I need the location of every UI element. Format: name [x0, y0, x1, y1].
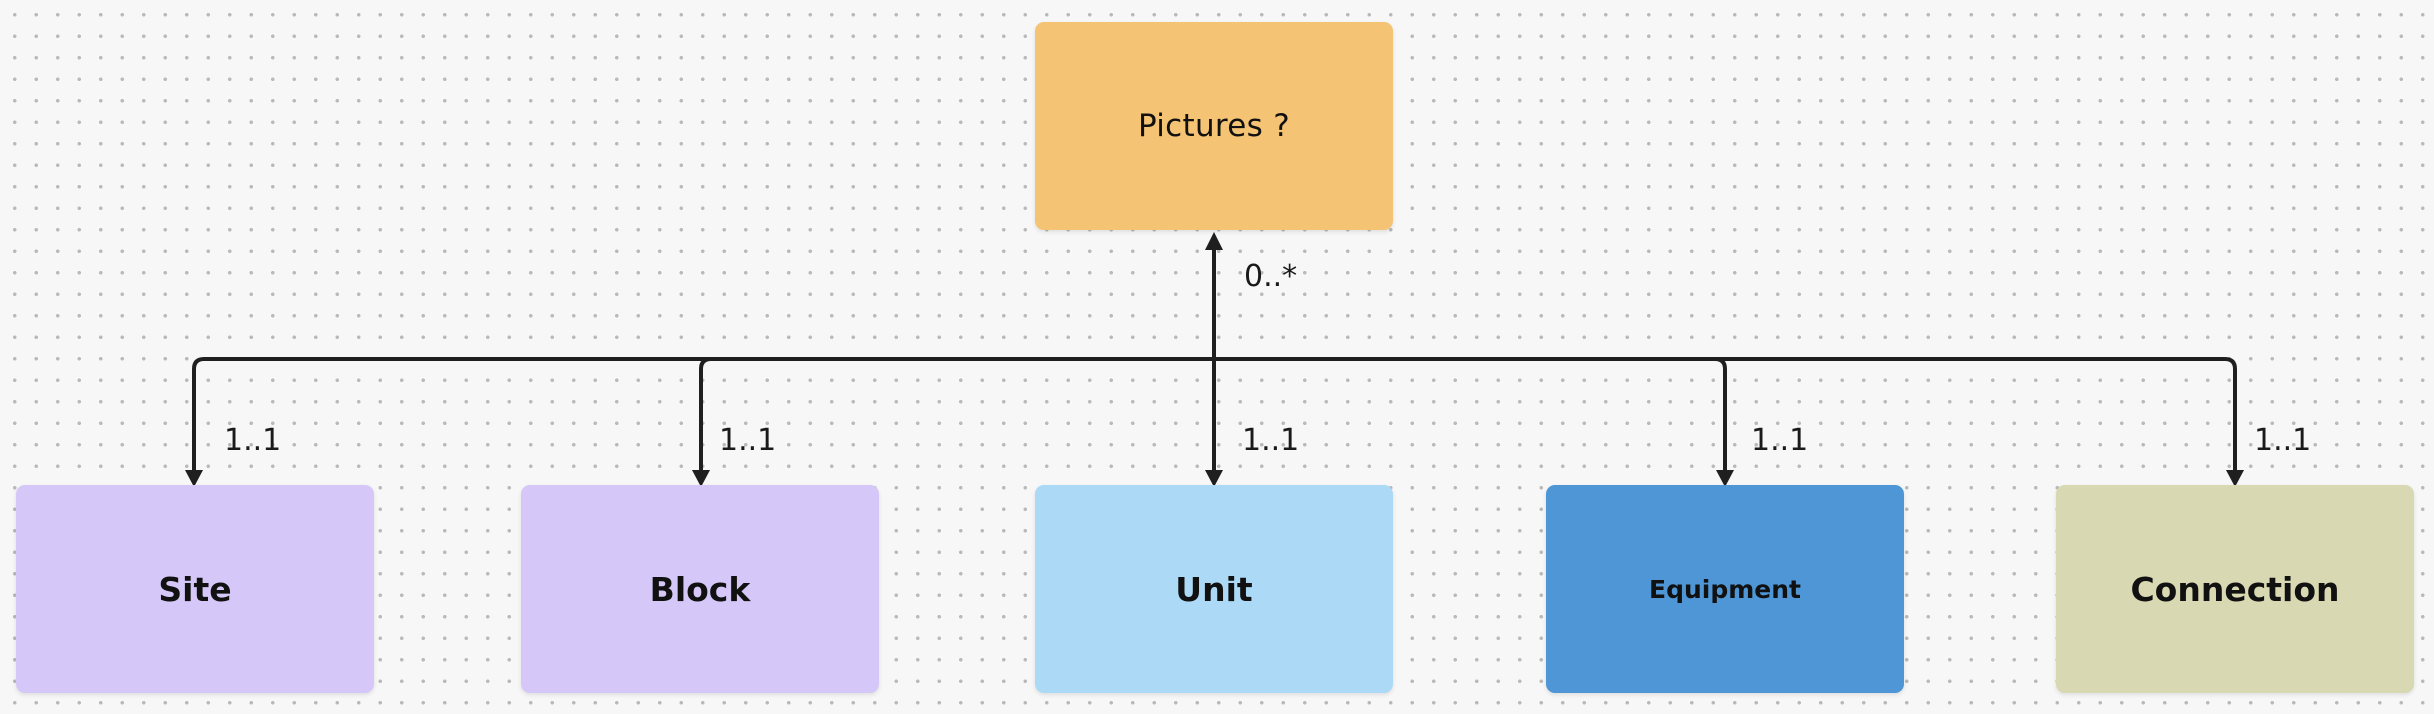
- site-node-label: Site: [158, 569, 232, 609]
- arrowhead-unit: [1205, 470, 1223, 487]
- connector-equipment: [1714, 357, 1727, 472]
- pictures-node-label: Pictures ?: [1137, 108, 1291, 144]
- connection-multiplicity: 1..1: [2254, 423, 2312, 458]
- arrowhead-site: [185, 470, 203, 487]
- connector-connection: [2224, 357, 2237, 472]
- connection-node-label: Connection: [2130, 569, 2340, 609]
- site-node[interactable]: Site: [16, 485, 374, 693]
- equipment-node[interactable]: Equipment: [1546, 485, 1904, 693]
- connector-site: [192, 357, 205, 472]
- arrowhead-equipment: [1716, 470, 1734, 487]
- connector-block: [699, 357, 712, 472]
- block-node[interactable]: Block: [521, 485, 879, 693]
- pictures-node[interactable]: Pictures ?: [1035, 22, 1393, 230]
- arrowhead-connection: [2226, 470, 2244, 487]
- arrowhead-pictures: [1205, 232, 1223, 250]
- site-multiplicity: 1..1: [224, 423, 282, 458]
- unit-node-label: Unit: [1175, 569, 1253, 609]
- block-node-label: Block: [649, 569, 751, 609]
- block-multiplicity: 1..1: [719, 423, 777, 458]
- arrowhead-block: [692, 470, 710, 487]
- equipment-multiplicity: 1..1: [1751, 423, 1809, 458]
- pictures-multiplicity: 0..*: [1244, 259, 1298, 294]
- connection-node[interactable]: Connection: [2056, 485, 2414, 693]
- unit-node[interactable]: Unit: [1035, 485, 1393, 693]
- equipment-node-label: Equipment: [1649, 574, 1801, 604]
- unit-multiplicity: 1..1: [1242, 423, 1300, 458]
